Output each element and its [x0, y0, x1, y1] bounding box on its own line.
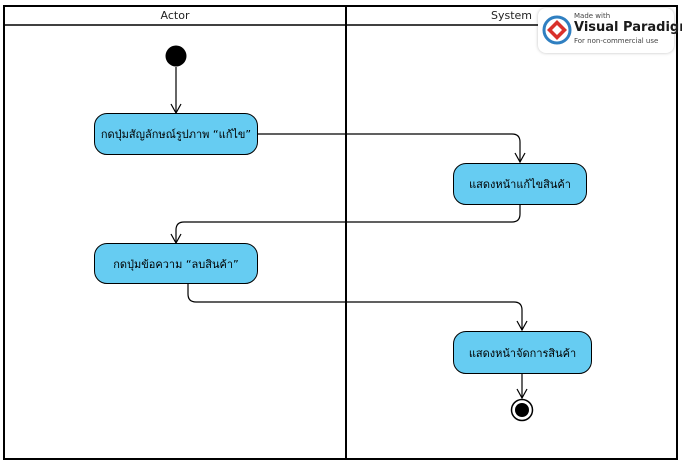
watermark-brand: Visual Paradigm	[574, 20, 682, 35]
flow-a3-to-a4	[187, 284, 528, 332]
activity-click-edit-icon: กดปุ่มสัญลักษณ์รูปภาพ “แก้ไข”	[94, 113, 258, 155]
activity-click-delete-product: กดปุ่มข้อความ “ลบสินค้า”	[94, 243, 258, 284]
final-node-core	[515, 403, 529, 417]
activity-label: แสดงหน้าจัดการสินค้า	[468, 346, 577, 360]
lane-title-system: System	[490, 9, 533, 22]
lane-title-actor: Actor	[160, 9, 190, 22]
initial-node	[165, 45, 187, 67]
visual-paradigm-logo-icon	[542, 15, 572, 45]
activity-show-manage-products-page: แสดงหน้าจัดการสินค้า	[453, 331, 592, 374]
flow-a1-to-a2	[258, 133, 526, 164]
swimlane-frame	[3, 5, 678, 460]
activity-label: กดปุ่มข้อความ “ลบสินค้า”	[113, 257, 239, 271]
flow-a2-to-a3	[170, 205, 521, 245]
visual-paradigm-watermark: Made with Visual Paradigm For non-commer…	[538, 8, 682, 53]
activity-label: แสดงหน้าแก้ไขสินค้า	[469, 178, 571, 191]
activity-show-edit-product-page: แสดงหน้าแก้ไขสินค้า	[453, 163, 587, 205]
watermark-made-with: Made with	[574, 12, 611, 20]
activity-label: กดปุ่มสัญลักษณ์รูปภาพ “แก้ไข”	[100, 128, 252, 141]
watermark-license: For non-commercial use	[574, 37, 659, 45]
